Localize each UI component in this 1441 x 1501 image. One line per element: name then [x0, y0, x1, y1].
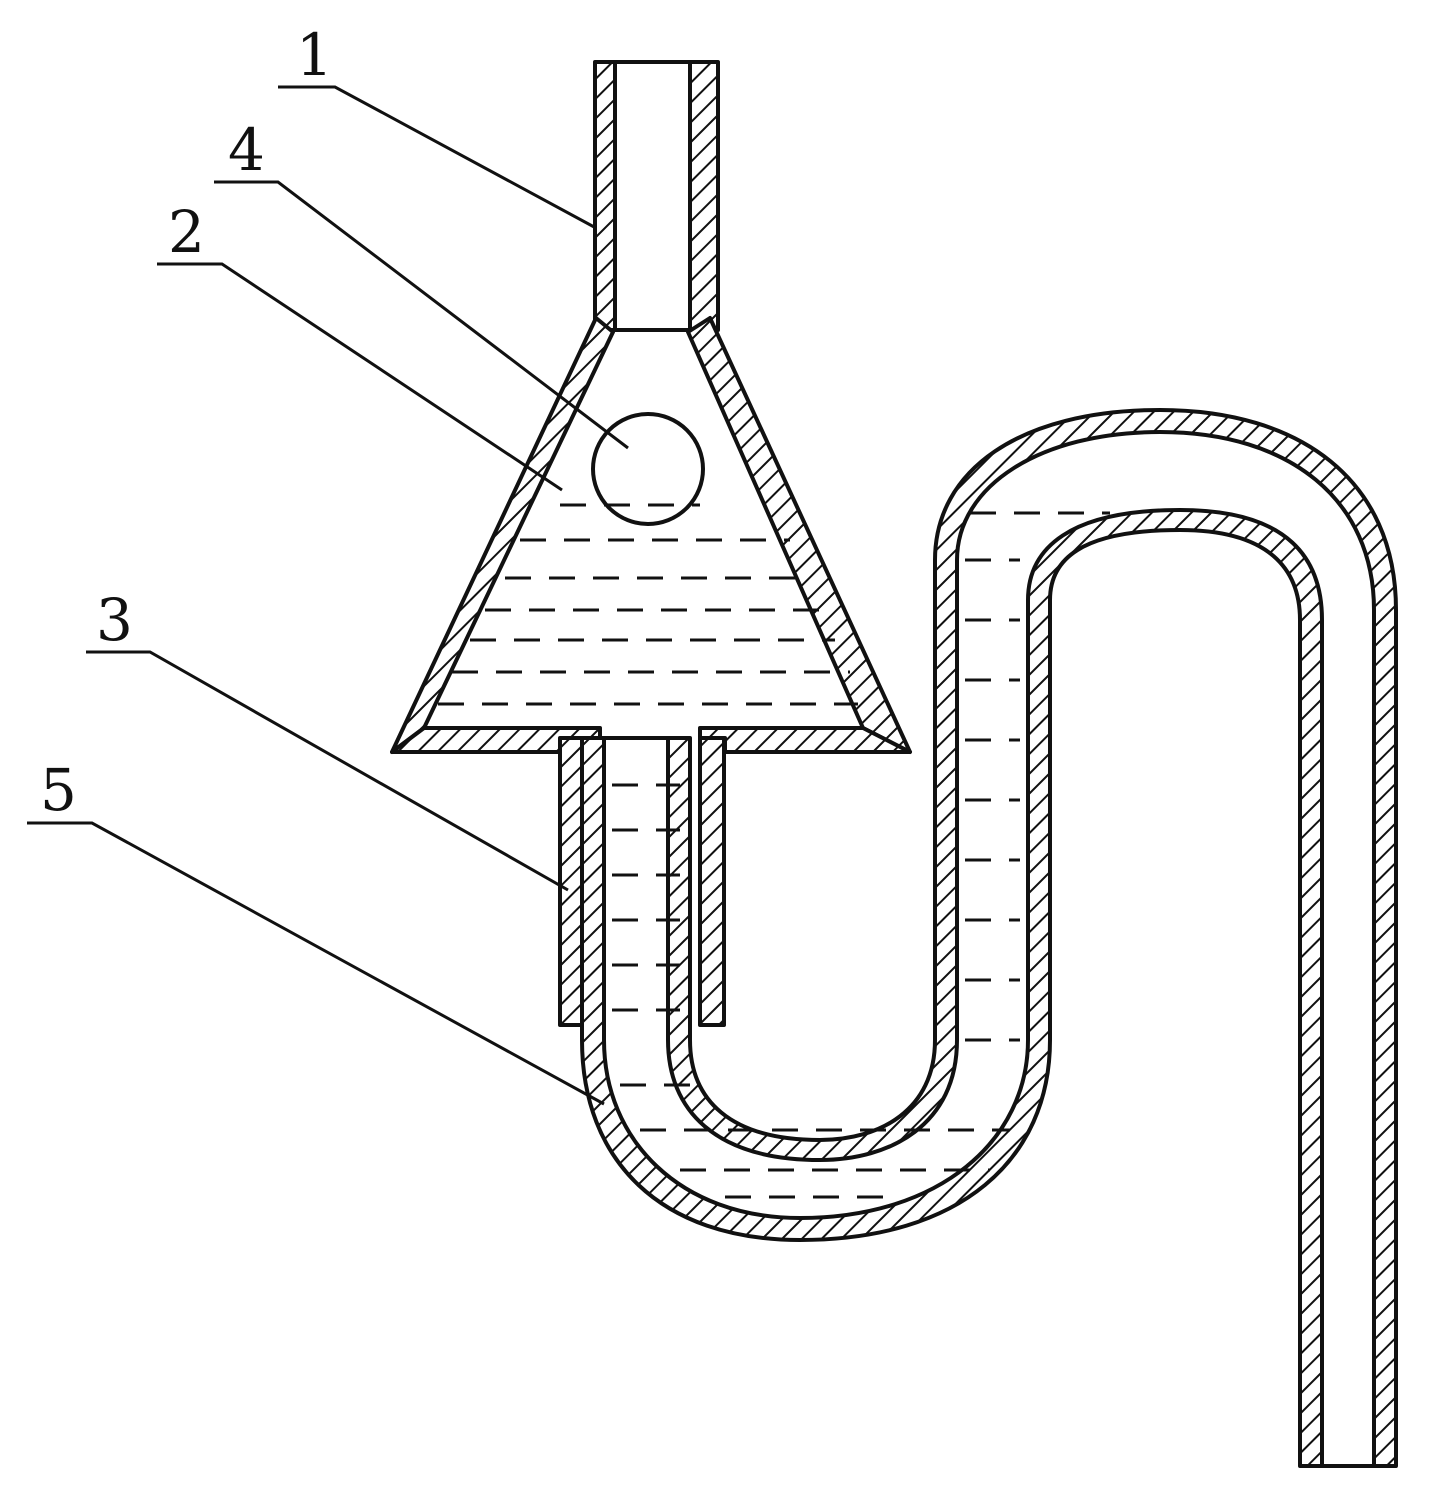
callout-label-1: 1: [296, 21, 333, 89]
callout-5: 5: [27, 756, 605, 1106]
callout-label-3: 3: [96, 586, 133, 654]
inlet-pipe-left-wall: [593, 60, 617, 332]
callout-leader-3: [86, 650, 569, 892]
outlet-sleeve-left-wall: [558, 736, 584, 1027]
callout-leader-4: [214, 180, 629, 450]
callout-4: 4: [214, 116, 629, 450]
callout-label-5: 5: [40, 756, 77, 824]
callout-label-2: 2: [168, 198, 205, 266]
funnel-body: [390, 316, 912, 754]
funnel-right-wall: [686, 316, 912, 754]
callout-3: 3: [86, 586, 569, 892]
callout-2: 2: [157, 198, 563, 492]
callout-1: 1: [278, 21, 597, 230]
callout-leader-1: [278, 85, 597, 230]
callout-label-4: 4: [228, 116, 265, 184]
outlet-sleeve: [558, 736, 726, 1027]
callout-leader-5: [27, 821, 605, 1106]
outlet-sleeve-right-wall: [698, 736, 726, 1027]
inlet-pipe-right-wall: [688, 60, 720, 332]
funnel-left-wall: [390, 316, 615, 754]
inlet-pipe: [593, 60, 720, 332]
water-fill: [438, 503, 1110, 1199]
s-trap-tube: [580, 408, 1398, 1468]
float-ball: [591, 412, 705, 526]
callout-leader-2: [157, 262, 563, 492]
